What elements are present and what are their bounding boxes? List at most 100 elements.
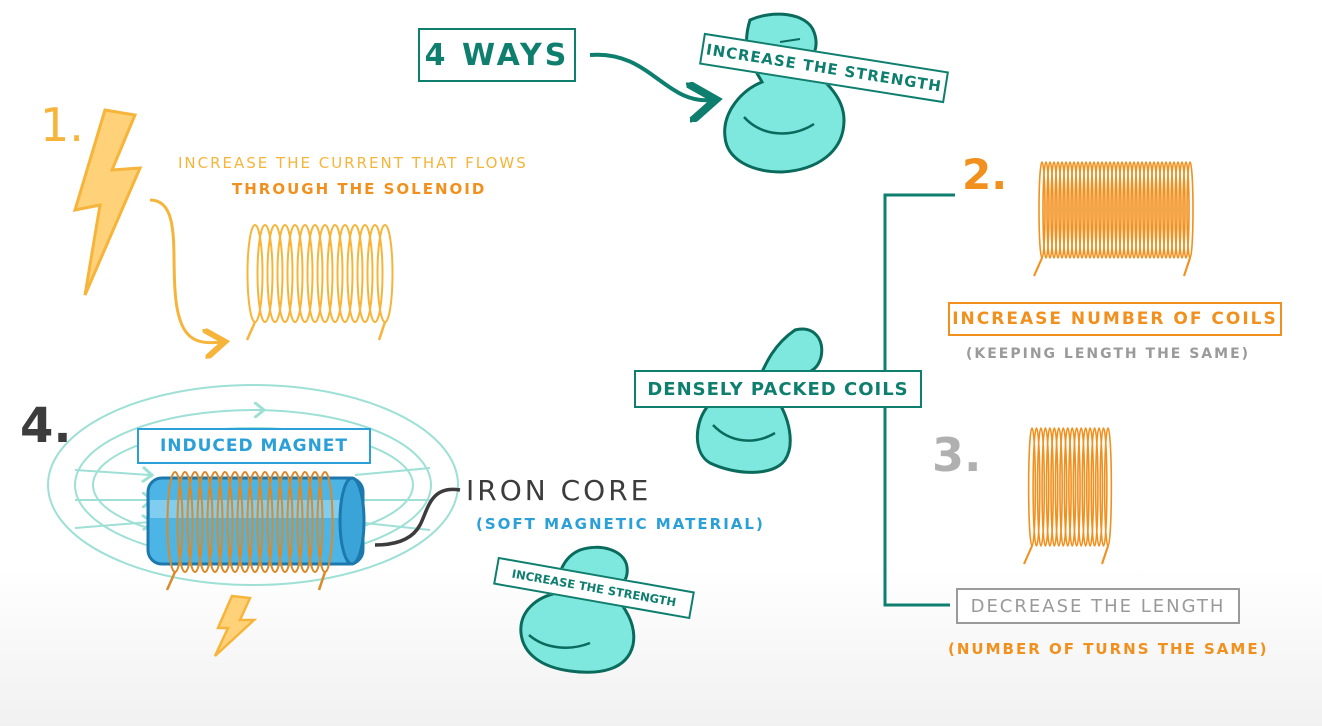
coil-turn [1102, 161, 1110, 259]
coil-turn [1050, 161, 1058, 259]
coil-turn [316, 224, 334, 323]
coil-turn [1170, 161, 1178, 259]
coil-turn [1070, 161, 1078, 259]
method1-line2: through the Solenoid [232, 180, 487, 198]
coil-turn [1054, 427, 1063, 547]
coil-turn [306, 224, 324, 323]
coil-turn [1082, 161, 1090, 259]
coil-turn [286, 224, 304, 323]
coil-turn [1134, 161, 1142, 259]
coil-turn [366, 224, 384, 323]
solenoid-coil-dense-icon [1033, 161, 1194, 277]
coil-turn [1110, 161, 1118, 259]
coil-turn [296, 224, 314, 323]
iron-core-note: (Soft magnetic material) [476, 515, 765, 533]
four-ways-label: 4 ways [424, 37, 570, 73]
coil-turn [1138, 161, 1146, 259]
four-ways-box: 4 ways [418, 28, 576, 82]
coil-turn [1086, 161, 1094, 259]
lead-wire [1023, 545, 1033, 565]
method2-label-box: Increase number of Coils [948, 302, 1282, 336]
coil-turn [1118, 161, 1126, 259]
solenoid-coil-short-icon [1023, 427, 1113, 565]
coil-turn [1058, 161, 1066, 259]
solenoid-coil-icon [245, 224, 394, 341]
coil-turn [1142, 161, 1150, 259]
densely-packed-box: Densely packed coils [634, 370, 922, 408]
method2-number: 2. [962, 150, 1008, 199]
induced-magnet-box: Induced magnet [137, 428, 371, 464]
coil-turn [1166, 161, 1174, 259]
coil-turn [346, 224, 364, 323]
coil-turn [1036, 427, 1046, 547]
coil-turn [1041, 427, 1050, 547]
coil-turn [1068, 427, 1077, 547]
lead-wire [1033, 257, 1043, 277]
core-pointer [374, 487, 461, 547]
coil-turn [1126, 161, 1134, 259]
coil-turn [1186, 161, 1194, 259]
coil-turn [1174, 161, 1182, 259]
coil-turn [236, 471, 254, 573]
coil-turn [1078, 161, 1086, 259]
muscle-arm-icon [723, 12, 846, 174]
coil-turn [1063, 427, 1072, 547]
coil-turn [1085, 427, 1095, 547]
coil-turn [216, 471, 234, 573]
coil-turn [1077, 427, 1086, 547]
bracket-lines [883, 193, 955, 607]
coil-turn [1062, 161, 1070, 259]
coil-turn [1054, 161, 1062, 259]
method2-label: Increase number of Coils [952, 309, 1278, 329]
coil-turn [1158, 161, 1166, 259]
coil-turn [286, 471, 304, 573]
coil-turn [1090, 161, 1098, 259]
coil-turn [266, 471, 284, 573]
lightning-bolt-icon [213, 594, 258, 657]
coil-turn [186, 471, 204, 573]
coil-turn [1066, 161, 1074, 259]
coil-turn [1099, 427, 1108, 547]
lead-wire [1101, 545, 1109, 565]
coil-turn [1059, 427, 1068, 547]
current-arrow [149, 198, 222, 343]
coil-turn [1074, 161, 1082, 259]
lightning-bolt-icon [72, 108, 143, 296]
coil-turn [276, 224, 294, 323]
coil-turn [256, 224, 274, 323]
densely-packed-label: Densely packed coils [647, 378, 909, 400]
coil-turn [1103, 427, 1113, 547]
coil-turn [306, 471, 324, 573]
ways-arrow [589, 52, 712, 101]
coil-turn [1146, 161, 1154, 259]
coil-turn [266, 224, 284, 323]
coil-turn [336, 224, 354, 323]
coil-turn [376, 224, 394, 323]
coil-turn [1045, 427, 1055, 547]
coil-turn [1094, 161, 1102, 259]
method1-line1: Increase the current that flows [178, 154, 528, 172]
method3-number: 3. [932, 428, 982, 482]
lead-wire [1183, 257, 1191, 277]
coil-turn [1081, 427, 1090, 547]
coil-turn [1182, 161, 1190, 259]
coil-turn [1032, 427, 1041, 547]
induced-magnet-label: Induced magnet [159, 436, 349, 456]
coil-turn [1178, 161, 1186, 259]
coil-turn [1046, 161, 1054, 259]
method3-note: (Number of turns the same) [948, 640, 1269, 658]
coil-turn [296, 471, 314, 573]
coil-turn [226, 471, 244, 573]
coil-turn [1072, 427, 1081, 547]
coil-turn [1122, 161, 1130, 259]
coil-turn [1050, 427, 1059, 547]
coil-turn [1150, 161, 1158, 259]
coil-turn [1130, 161, 1138, 259]
coil-turn [276, 471, 294, 573]
coil-turn [246, 471, 264, 573]
method1-number: 1. [40, 98, 84, 152]
coil-turn [1094, 427, 1104, 547]
method2-note: (keeping length the same) [966, 346, 1251, 362]
coil-turn [176, 471, 194, 573]
lead-wire [317, 571, 327, 591]
